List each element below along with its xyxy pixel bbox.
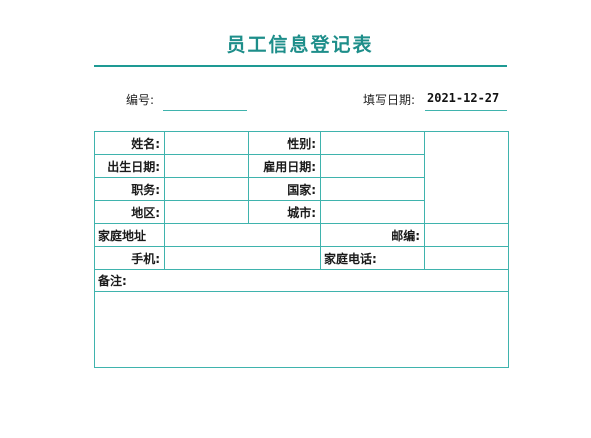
title-divider: [94, 65, 507, 67]
number-field[interactable]: [163, 110, 247, 111]
birth-date-field[interactable]: [164, 154, 249, 178]
number-label: 编号:: [126, 93, 155, 107]
home-phone-field[interactable]: [424, 246, 509, 270]
hire-date-label: 雇用日期:: [248, 154, 321, 178]
country-field[interactable]: [320, 177, 425, 201]
country-label: 国家:: [248, 177, 321, 201]
birth-date-label: 出生日期:: [94, 154, 165, 178]
employee-form-table: 姓名: 性别: 出生日期: 雇用日期: 职务: 国家: 地区: 城市: 家庭地址…: [94, 131, 509, 368]
table-row: [94, 291, 509, 368]
position-label: 职务:: [94, 177, 165, 201]
city-label: 城市:: [248, 200, 321, 224]
name-field[interactable]: [164, 131, 249, 155]
address-label: 家庭地址: [94, 223, 165, 247]
notes-label: 备注:: [94, 269, 509, 292]
table-row: 手机: 家庭电话:: [94, 246, 509, 270]
region-field[interactable]: [164, 200, 249, 224]
photo-box[interactable]: [424, 131, 509, 224]
mobile-field[interactable]: [164, 246, 321, 270]
region-label: 地区:: [94, 200, 165, 224]
date-label: 填写日期:: [363, 93, 416, 107]
postcode-field[interactable]: [424, 223, 509, 247]
gender-field[interactable]: [320, 131, 425, 155]
name-label: 姓名:: [94, 131, 165, 155]
postcode-label: 邮编:: [320, 223, 425, 247]
table-row: 备注:: [94, 269, 509, 292]
date-value[interactable]: 2021-12-27: [427, 91, 500, 105]
table-row: 家庭地址 邮编:: [94, 223, 509, 247]
home-phone-label: 家庭电话:: [320, 246, 425, 270]
city-field[interactable]: [320, 200, 425, 224]
mobile-label: 手机:: [94, 246, 165, 270]
table-row: 姓名: 性别:: [94, 131, 509, 224]
notes-field[interactable]: [94, 291, 509, 368]
position-field[interactable]: [164, 177, 249, 201]
hire-date-field[interactable]: [320, 154, 425, 178]
gender-label: 性别:: [248, 131, 321, 155]
address-field[interactable]: [164, 223, 321, 247]
date-field-underline: [425, 110, 507, 111]
page-title: 员工信息登记表: [226, 34, 374, 56]
table-row: 地区: 城市:: [94, 200, 509, 224]
